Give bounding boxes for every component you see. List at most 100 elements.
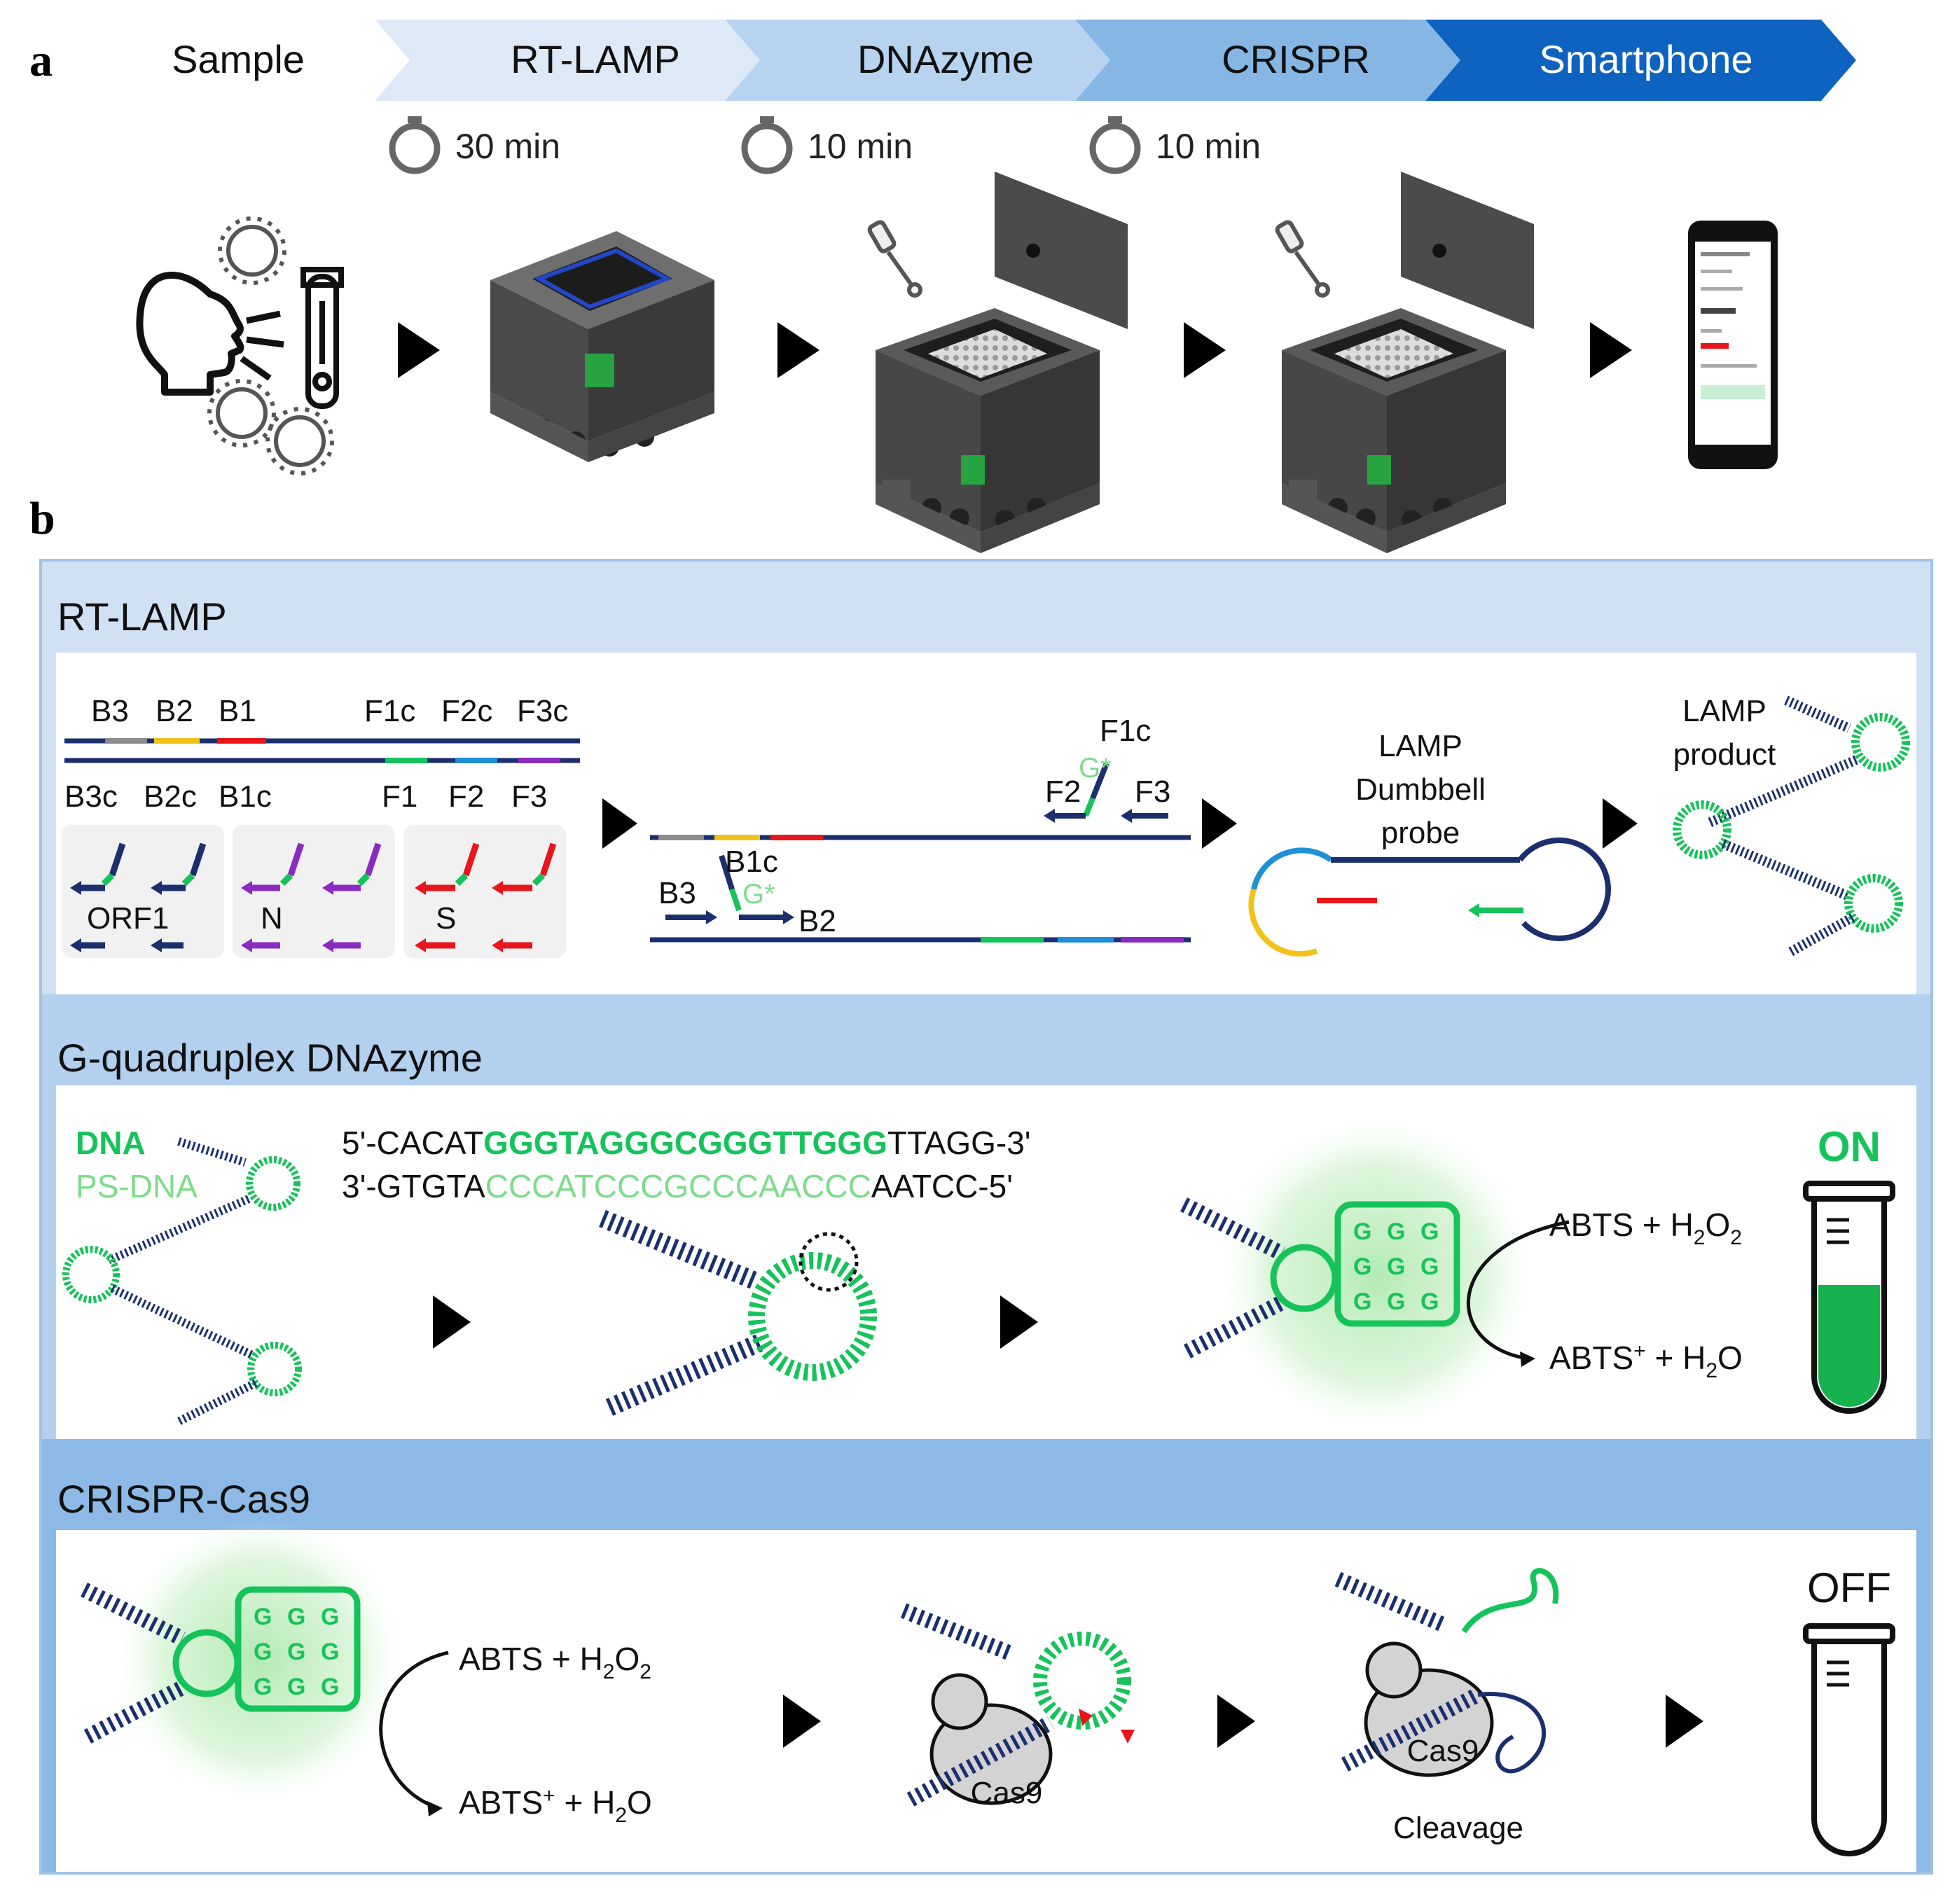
stopwatch-icon bbox=[389, 123, 441, 174]
svg-text:G: G bbox=[287, 1639, 305, 1665]
stopwatch-icon bbox=[741, 123, 793, 174]
svg-text:G: G bbox=[1420, 1218, 1439, 1245]
timer-rtlamp-text: 30 min bbox=[455, 127, 560, 166]
chevron-crispr bbox=[1075, 20, 1460, 101]
reaction-arrow bbox=[379, 1651, 449, 1809]
probe-label: probe bbox=[1381, 816, 1460, 850]
label-f1c: F1c bbox=[1100, 714, 1151, 748]
arrow-icon bbox=[1202, 798, 1237, 849]
reaction-arrow bbox=[1466, 1220, 1570, 1361]
svg-text:G: G bbox=[321, 1674, 339, 1700]
arrow-icon bbox=[1217, 1695, 1255, 1748]
probe-label: Dumbbell bbox=[1355, 772, 1486, 807]
label-g-star: G* bbox=[1079, 753, 1112, 784]
cas9-label: Cas9 bbox=[1407, 1734, 1479, 1768]
arrow-icon bbox=[783, 1695, 821, 1748]
svg-text:G: G bbox=[1387, 1288, 1405, 1315]
arrow-icon bbox=[1666, 1695, 1703, 1748]
rtlamp-band bbox=[42, 562, 1930, 653]
primer-labels-top: B3 B2 B1 F1c F2c F3c bbox=[91, 694, 568, 728]
reaction-out-dnazyme: ABTS+ + H2O bbox=[1549, 1340, 1743, 1382]
svg-text:G: G bbox=[1420, 1253, 1439, 1280]
svg-text:G: G bbox=[1387, 1253, 1405, 1280]
crispr-band bbox=[42, 1439, 1930, 1530]
svg-text:G: G bbox=[287, 1604, 305, 1630]
panel-b-label: b bbox=[29, 493, 55, 544]
cleavage-label: Cleavage bbox=[1393, 1811, 1523, 1845]
amplification-strands bbox=[650, 762, 1191, 943]
svg-text:G: G bbox=[1420, 1288, 1439, 1315]
legend-dna: DNA bbox=[76, 1125, 146, 1161]
arrow-icon bbox=[433, 1295, 471, 1349]
svg-text:G: G bbox=[254, 1639, 272, 1665]
virus-icon bbox=[218, 216, 286, 285]
svg-text:G: G bbox=[287, 1674, 305, 1700]
template-dsdna bbox=[64, 738, 580, 763]
legend-psdna: PS-DNA bbox=[76, 1168, 198, 1204]
step-rtlamp-label: RT-LAMP bbox=[511, 37, 680, 81]
device-dnazyme-icon bbox=[867, 172, 1128, 553]
primer-label: F3 bbox=[511, 779, 547, 814]
svg-text:G: G bbox=[1387, 1218, 1405, 1245]
arrow-icon bbox=[398, 322, 440, 378]
target-n: N bbox=[261, 901, 283, 936]
chevron-dnazyme bbox=[725, 20, 1110, 101]
label-b2: B2 bbox=[798, 904, 836, 938]
dumbbell-probe: LAMP Dumbbell probe bbox=[1248, 729, 1611, 957]
swab-tube-icon bbox=[300, 267, 344, 409]
dropper-icon bbox=[1275, 220, 1330, 298]
label-g-star-2: G* bbox=[742, 879, 775, 910]
timer-dnazyme: 10 min bbox=[741, 116, 913, 174]
product-label: product bbox=[1673, 737, 1776, 772]
step-dnazyme-label: DNAzyme bbox=[857, 37, 1034, 81]
arrow-icon bbox=[1590, 322, 1632, 378]
primer-label: F3c bbox=[517, 694, 568, 728]
primer-label: B3 bbox=[91, 694, 129, 728]
product-label: LAMP bbox=[1682, 694, 1766, 728]
virus-icon bbox=[265, 407, 334, 475]
step-smartphone-label: Smartphone bbox=[1539, 37, 1752, 81]
primer-label: F1c bbox=[364, 694, 415, 728]
panel-a-label: a bbox=[29, 35, 53, 86]
svg-text:G: G bbox=[254, 1674, 272, 1700]
primer-labels-bottom: B3c B2c B1c F1 F2 F3 bbox=[64, 779, 547, 814]
crispr-title: CRISPR-Cas9 bbox=[57, 1477, 310, 1521]
label-f3: F3 bbox=[1135, 774, 1170, 809]
reaction-in-crispr: ABTS + H2O2 bbox=[459, 1641, 651, 1683]
svg-text:G: G bbox=[321, 1604, 339, 1630]
test-tube-empty-icon bbox=[1803, 1623, 1895, 1856]
primer-label: B1 bbox=[219, 694, 256, 728]
svg-text:G: G bbox=[1353, 1288, 1371, 1315]
arrow-icon bbox=[1603, 798, 1638, 849]
svg-text:G: G bbox=[1353, 1253, 1371, 1280]
device-crispr-icon bbox=[1275, 172, 1534, 553]
arrow-icon bbox=[602, 798, 637, 849]
step-crispr-label: CRISPR bbox=[1222, 37, 1370, 81]
rtlamp-title: RT-LAMP bbox=[57, 595, 227, 639]
step-sample-label: Sample bbox=[172, 37, 305, 81]
sample-illustration bbox=[136, 216, 344, 475]
dropper-icon bbox=[867, 220, 922, 298]
chevron-smartphone bbox=[1425, 20, 1856, 101]
primer-arrows bbox=[76, 842, 557, 949]
target-orf1: ORF1 bbox=[87, 901, 169, 936]
primer-set-orf1 bbox=[62, 825, 224, 958]
timer-crispr: 10 min bbox=[1089, 116, 1261, 174]
arrow-icon bbox=[777, 322, 820, 378]
primer-label: B3c bbox=[64, 779, 118, 814]
arrow-icon bbox=[1000, 1295, 1038, 1349]
head-icon bbox=[136, 271, 244, 396]
primer-label: F1 bbox=[382, 779, 417, 814]
probe-label: LAMP bbox=[1378, 729, 1462, 763]
test-tube-green-icon bbox=[1803, 1181, 1895, 1414]
svg-text:G: G bbox=[254, 1604, 272, 1630]
timer-dnazyme-text: 10 min bbox=[808, 127, 913, 166]
primer-label: B2c bbox=[144, 779, 197, 814]
dnazyme-title: G-quadruplex DNAzyme bbox=[57, 1036, 483, 1080]
sequence-top: 5'-CACATGGGTAGGGCGGGTTGGGTTAGG-3' bbox=[342, 1125, 1031, 1161]
primer-set-n bbox=[233, 825, 395, 958]
loop-zoom bbox=[599, 1209, 877, 1416]
